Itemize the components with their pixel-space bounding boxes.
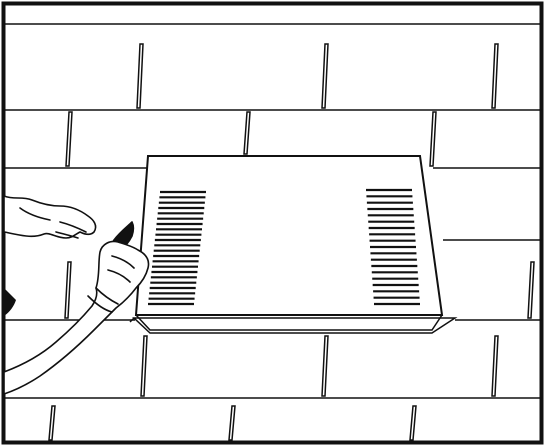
shingle-joint xyxy=(244,112,250,154)
left-hand xyxy=(4,196,96,238)
shingle-joint xyxy=(322,44,328,108)
shingle-joint xyxy=(410,406,416,440)
right-hand xyxy=(4,241,149,394)
shingle-joint xyxy=(322,336,328,396)
shingle-joint xyxy=(492,44,498,108)
shingle-joint xyxy=(66,112,72,166)
shingle-joint xyxy=(528,262,534,318)
sleeve xyxy=(4,288,16,316)
roof-vent xyxy=(130,156,455,333)
hands-cutting xyxy=(4,196,149,394)
shingle-joint xyxy=(137,44,143,108)
shingle-joint xyxy=(65,262,71,318)
shingle-joint xyxy=(229,406,235,440)
shingle-joint xyxy=(492,336,498,396)
shingle-joint xyxy=(141,336,147,396)
shingle-joint xyxy=(49,406,55,440)
shingle-joint xyxy=(430,112,436,166)
